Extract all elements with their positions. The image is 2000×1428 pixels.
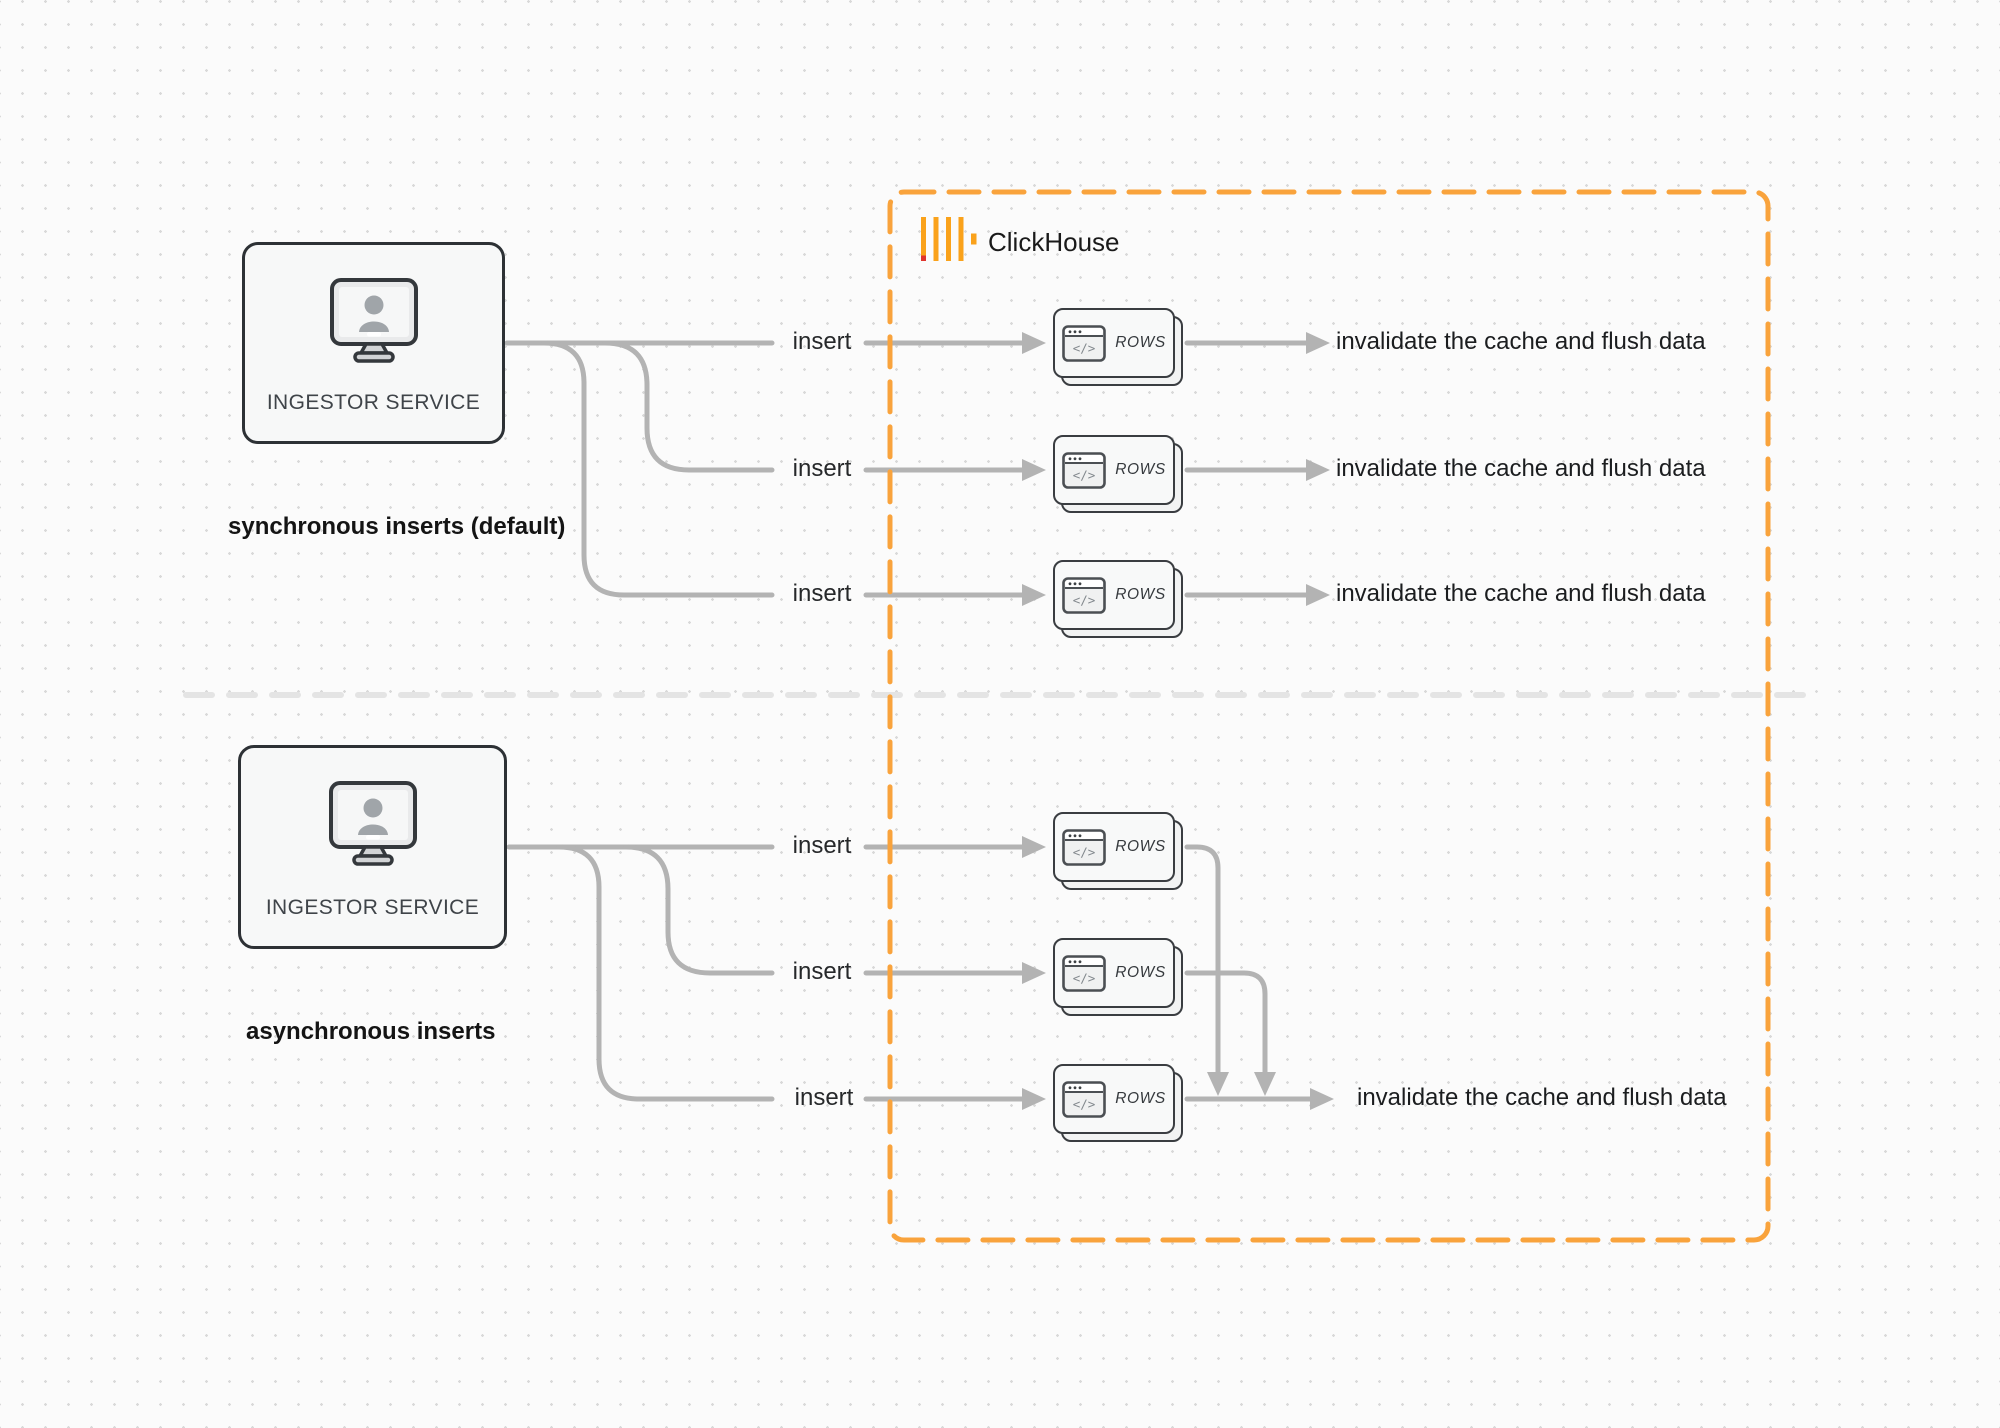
card-stack-front: </> ROWS <box>1053 560 1175 630</box>
monitor-user-icon <box>328 781 417 866</box>
rows-table-card: </> ROWS <box>1053 308 1183 386</box>
insert-label: insert <box>792 832 852 859</box>
arrowheads <box>1022 332 1334 1110</box>
code-window-icon: </> <box>1062 451 1106 489</box>
rows-card-label: ROWS <box>1115 334 1166 351</box>
rows-table-card: </> ROWS <box>1053 560 1183 638</box>
insert-label: insert <box>792 580 852 607</box>
svg-text:</>: </> <box>1073 592 1096 607</box>
rows-card-label: ROWS <box>1115 838 1166 855</box>
clickhouse-wordmark: ClickHouse <box>988 227 1120 257</box>
gray-connectors <box>504 340 1313 1102</box>
code-window-icon: </> <box>1062 576 1106 614</box>
insert-label: insert <box>794 1084 854 1111</box>
monitor-user-icon <box>329 278 418 363</box>
result-label: invalidate the cache and flush data <box>1336 580 1706 607</box>
ingestor-service-node-sync: INGESTOR SERVICE <box>242 242 505 444</box>
card-stack-front: </> ROWS <box>1053 308 1175 378</box>
sync-caption: synchronous inserts (default) <box>228 513 566 540</box>
svg-text:</>: </> <box>1073 340 1096 355</box>
svg-text:</>: </> <box>1073 970 1096 985</box>
card-stack-front: </> ROWS <box>1053 938 1175 1008</box>
ingestor-service-node-async: INGESTOR SERVICE <box>238 745 507 949</box>
card-stack-front: </> ROWS <box>1053 812 1175 882</box>
svg-text:</>: </> <box>1073 1096 1096 1111</box>
rows-card-label: ROWS <box>1115 964 1166 981</box>
code-window-icon: </> <box>1062 954 1106 992</box>
rows-card-label: ROWS <box>1115 586 1166 603</box>
service-label: INGESTOR SERVICE <box>266 391 481 414</box>
code-window-icon: </> <box>1062 1080 1106 1118</box>
insert-label: insert <box>792 455 852 482</box>
rows-table-card: </> ROWS <box>1053 435 1183 513</box>
svg-text:</>: </> <box>1073 467 1096 482</box>
result-label: invalidate the cache and flush data <box>1336 328 1706 355</box>
card-stack-front: </> ROWS <box>1053 435 1175 505</box>
service-label: INGESTOR SERVICE <box>265 896 480 919</box>
insert-label: insert <box>792 328 852 355</box>
rows-table-card: </> ROWS <box>1053 938 1183 1016</box>
result-label: invalidate the cache and flush data <box>1357 1084 1727 1111</box>
rows-card-label: ROWS <box>1115 1090 1166 1107</box>
rows-table-card: </> ROWS <box>1053 812 1183 890</box>
clickhouse-boundary-box <box>887 189 1771 1243</box>
code-window-icon: </> <box>1062 324 1106 362</box>
rows-card-label: ROWS <box>1115 461 1166 478</box>
clickhouse-logo-icon <box>921 217 977 261</box>
async-caption: asynchronous inserts <box>246 1018 496 1045</box>
code-window-icon: </> <box>1062 828 1106 866</box>
svg-text:</>: </> <box>1073 844 1096 859</box>
rows-table-card: </> ROWS <box>1053 1064 1183 1142</box>
result-label: invalidate the cache and flush data <box>1336 455 1706 482</box>
card-stack-front: </> ROWS <box>1053 1064 1175 1134</box>
insert-label: insert <box>792 958 852 985</box>
